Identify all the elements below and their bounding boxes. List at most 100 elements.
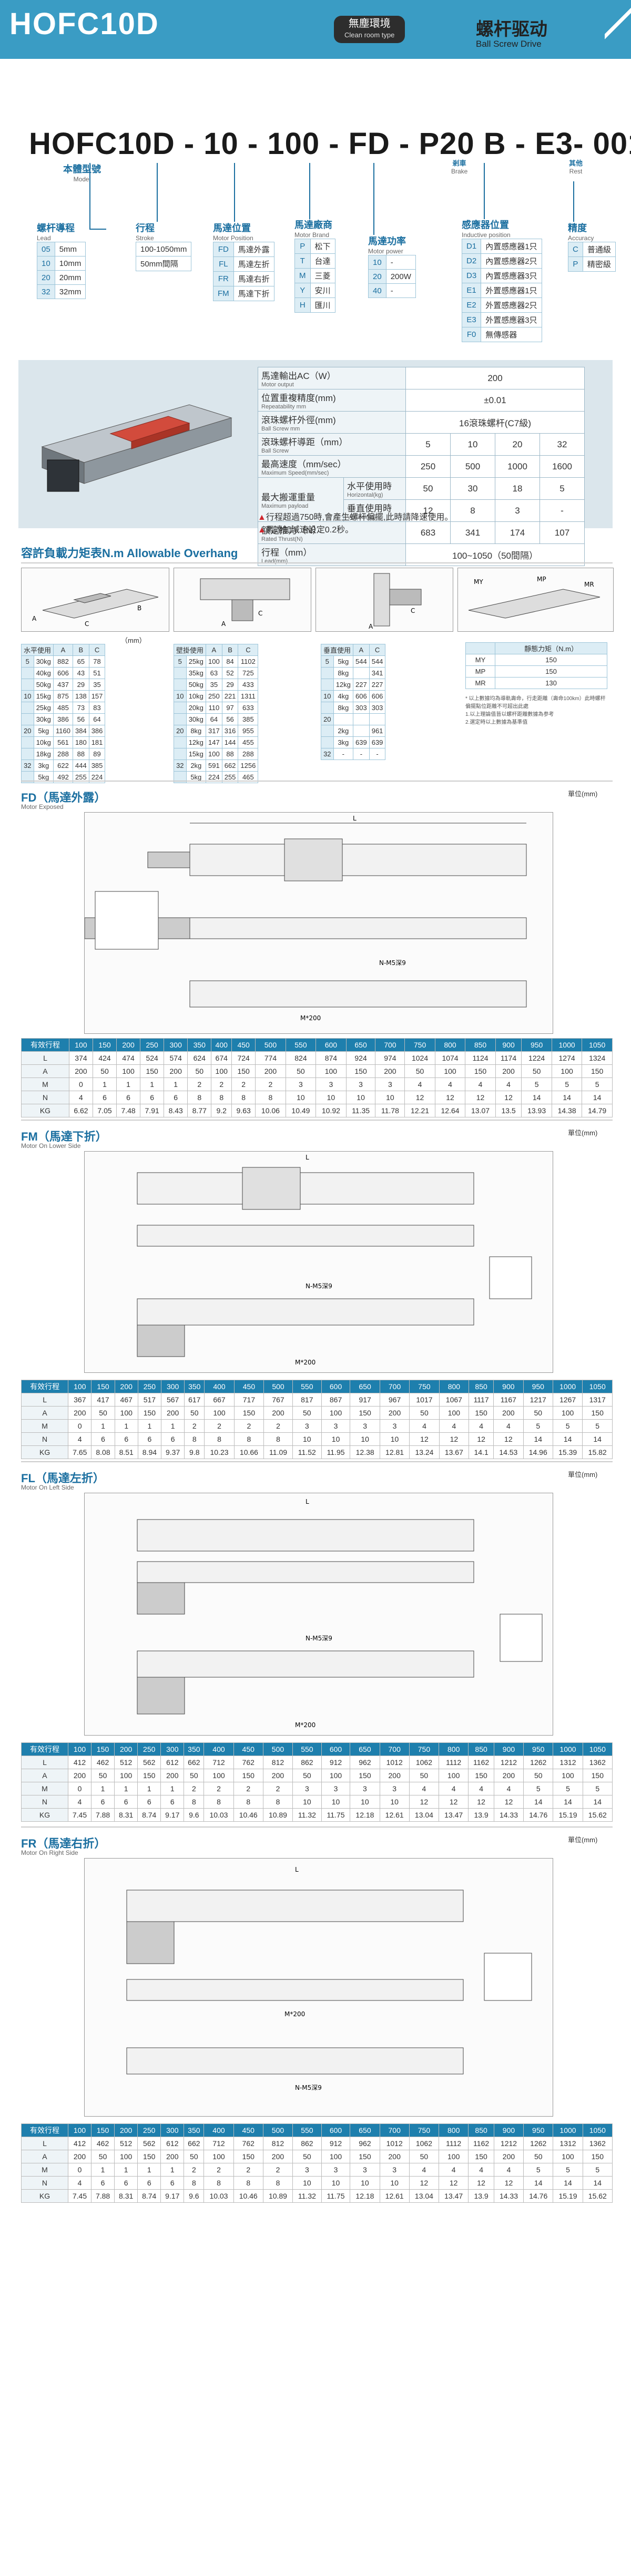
table-cell xyxy=(321,702,334,714)
table-cell: L xyxy=(21,1756,68,1769)
table-header-cell: 350 xyxy=(184,1742,205,1756)
table-cell xyxy=(21,748,34,760)
table-cell: 3 xyxy=(350,1419,380,1433)
table-cell: 1262 xyxy=(523,2137,554,2150)
table-cell: 65 xyxy=(72,655,89,668)
table-cell: 1267 xyxy=(552,1393,583,1407)
table-cell: 100 xyxy=(321,1406,351,1420)
table-cell: 1212 xyxy=(493,1756,524,1769)
table-cell: 417 xyxy=(91,1393,115,1407)
table-cell: 1324 xyxy=(582,1051,613,1065)
table-cell: 1 xyxy=(116,1077,141,1091)
table-cell: 100 xyxy=(114,2150,138,2163)
table-header-cell: 450 xyxy=(233,1380,264,1393)
spec-label: 額定推力（N）Rated Thrust(N) xyxy=(258,521,406,544)
table-cell xyxy=(174,667,187,679)
table-cell: 11.95 xyxy=(321,1445,351,1459)
table-cell: 250 xyxy=(206,690,222,702)
header-stripe xyxy=(605,0,631,59)
table-cell: 606 xyxy=(369,690,386,702)
table-cell: 6 xyxy=(160,2176,185,2190)
table-cell: 5 xyxy=(551,1077,583,1091)
table-cell: 5 xyxy=(521,1077,552,1091)
table-cell: 200 xyxy=(493,1406,524,1420)
table-cell: 100 xyxy=(116,1064,141,1078)
table-cell: 3 xyxy=(375,1077,405,1091)
table-header-cell: 500 xyxy=(263,1380,293,1393)
table-cell: 4kg xyxy=(333,690,354,702)
option-code: FL xyxy=(213,256,234,272)
table-cell: 10 xyxy=(350,1795,380,1809)
option-code: D2 xyxy=(461,253,482,269)
table-cell: 13.07 xyxy=(465,1104,496,1117)
option-label: 10mm xyxy=(54,256,86,271)
fr-drawing: L M*200 N-M5深9 xyxy=(84,1858,553,2117)
table-header-cell: 壁掛使用 xyxy=(173,644,207,656)
spec-label: 滾珠螺杆導距（mm）Ball Screw xyxy=(258,433,406,456)
table-cell: 385 xyxy=(88,760,106,772)
spec-label-en: Rated Thrust(N) xyxy=(261,536,303,542)
table-cell: 50 xyxy=(292,1769,322,1782)
table-cell: 3 xyxy=(285,1077,317,1091)
table-header-cell: 1050 xyxy=(582,2123,613,2137)
table-header-cell: 850 xyxy=(468,1742,494,1756)
table-cell: 303 xyxy=(353,702,370,714)
table-cell: 14 xyxy=(553,1795,583,1809)
table-cell: 384 xyxy=(72,725,89,737)
table-cell: 12.81 xyxy=(379,1445,410,1459)
table-cell: 50 xyxy=(409,1769,440,1782)
table-cell: 4 xyxy=(68,1432,92,1446)
table-cell: 50 xyxy=(409,2150,440,2163)
table-cell: 35 xyxy=(206,679,222,691)
table-cell: 73 xyxy=(72,702,89,714)
table-cell: 12.64 xyxy=(434,1104,466,1117)
table-cell: 200 xyxy=(375,1064,405,1078)
table-cell: 11.75 xyxy=(321,1808,351,1822)
table-cell: 4 xyxy=(409,2163,440,2177)
table-cell: 1112 xyxy=(439,2137,469,2150)
table-cell: 200 xyxy=(160,2150,185,2163)
table-header-cell: 200 xyxy=(114,1380,138,1393)
table-cell: 150 xyxy=(582,1769,613,1782)
table-cell: 6 xyxy=(92,1091,117,1104)
table-cell: 64 xyxy=(206,713,222,725)
table-header-cell: 150 xyxy=(91,1380,115,1393)
table-header-cell: 400 xyxy=(203,1742,234,1756)
bracket-brand xyxy=(309,163,310,219)
table-cell: KG xyxy=(21,1104,69,1117)
lead-title: 螺杆導程 xyxy=(37,223,75,233)
table-cell: 14.1 xyxy=(469,1445,494,1459)
badge-cn: 無塵環境 xyxy=(348,18,391,29)
table-cell: 1217 xyxy=(523,1393,553,1407)
table-cell: 221 xyxy=(221,690,239,702)
moment-cell xyxy=(465,642,496,654)
table-cell: 4 xyxy=(468,1782,494,1795)
model-label-cn: 本體型號 xyxy=(63,164,101,175)
table-cell: 3 xyxy=(316,1077,347,1091)
table-cell: 12 xyxy=(404,1091,435,1104)
table-cell: 1362 xyxy=(582,2137,613,2150)
table-cell: 3 xyxy=(350,2163,380,2177)
fd-subtitle: Motor Exposed xyxy=(21,803,64,810)
table-header-cell: 垂直使用 xyxy=(320,644,354,656)
table-cell xyxy=(21,771,34,783)
table-cell: 50 xyxy=(523,1406,553,1420)
fr-subtitle: Motor On Right Side xyxy=(21,1849,78,1856)
